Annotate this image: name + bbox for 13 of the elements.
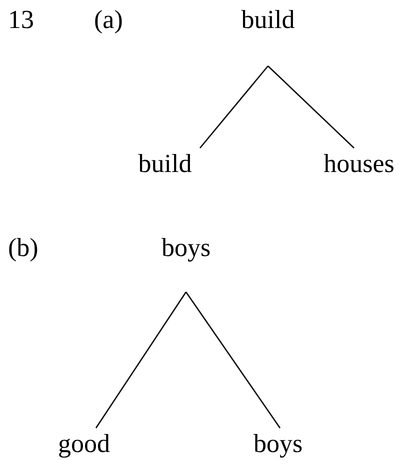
tree-node-word: boys (161, 232, 211, 264)
tree-node-word: build (138, 148, 192, 180)
tree-node-word: boys (253, 428, 303, 460)
sub-example-label: (b) (8, 232, 38, 264)
tree-node-word: build (241, 4, 295, 36)
tree-branch-line (200, 66, 268, 148)
tree-node-word: good (58, 428, 110, 460)
tree-branch-line (185, 292, 281, 428)
tree-node-word: houses (324, 148, 394, 180)
tree-branch-line (268, 66, 354, 148)
tree-branch-line (95, 292, 187, 428)
sub-example-label: (a) (94, 4, 123, 36)
example-number: 13 (8, 4, 34, 36)
